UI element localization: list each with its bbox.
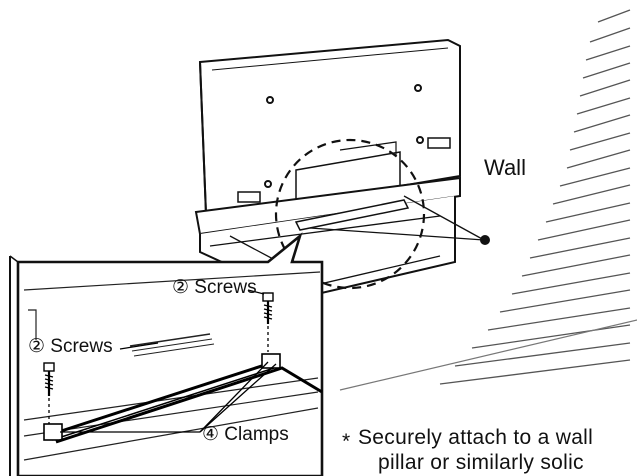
leader-lines bbox=[60, 289, 277, 433]
screws-left-label: ② Screws bbox=[28, 336, 113, 357]
screw-icon bbox=[262, 292, 274, 324]
bracket-bar bbox=[51, 360, 275, 436]
callout-balloon bbox=[9, 232, 324, 476]
note-line-2: pillar or similarly solic bbox=[378, 451, 584, 474]
wall-hatching bbox=[439, 9, 631, 385]
wall-label: Wall bbox=[484, 155, 526, 180]
clamps-label: ④ Clamps bbox=[202, 424, 289, 445]
magnify-circle bbox=[274, 138, 426, 290]
screw-icon bbox=[43, 362, 55, 396]
wall-pointer bbox=[309, 195, 485, 241]
wall-floor-line bbox=[339, 319, 637, 391]
wall-anchor-dot bbox=[480, 235, 490, 245]
screws-top-label: ② Screws bbox=[172, 277, 257, 298]
note-marker: * bbox=[342, 430, 350, 453]
note-line-1: Securely attach to a wall bbox=[358, 426, 593, 449]
